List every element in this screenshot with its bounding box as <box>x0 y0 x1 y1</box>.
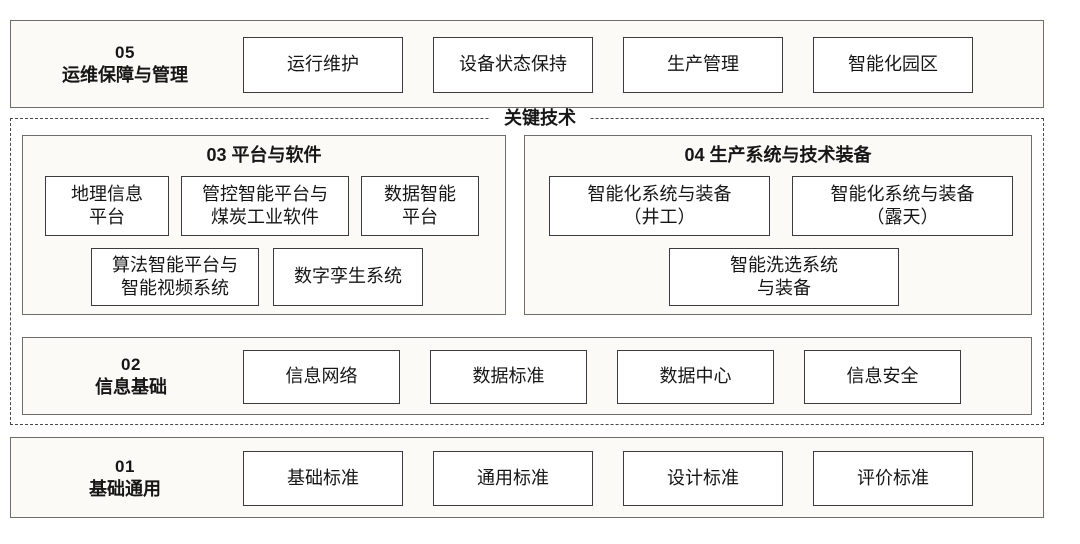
layer-01-items: 基础标准 通用标准 设计标准 评价标准 <box>243 451 1033 506</box>
layer-05-label: 05 运维保障与管理 <box>11 21 239 107</box>
box-platform-control-software[interactable]: 管控智能平台与 煤炭工业软件 <box>181 176 349 236</box>
box-production-underground[interactable]: 智能化系统与装备 （井工） <box>549 176 770 236</box>
layer-05-title: 运维保障与管理 <box>62 65 188 85</box>
layer-01-title: 基础通用 <box>89 478 161 499</box>
box-platform-algorithm-video[interactable]: 算法智能平台与 智能视频系统 <box>91 248 259 306</box>
layer-03-heading: 03 平台与软件 <box>206 145 322 165</box>
box-infra-3[interactable]: 数据中心 <box>617 350 774 404</box>
box-ops-2[interactable]: 设备状态保持 <box>433 37 593 93</box>
layer-02-items: 信息网络 数据标准 数据中心 信息安全 <box>243 350 1021 404</box>
box-foundation-3[interactable]: 设计标准 <box>623 451 783 506</box>
box-platform-digital-twin[interactable]: 数字孪生系统 <box>273 248 423 306</box>
box-platform-gis[interactable]: 地理信息 平台 <box>45 176 169 236</box>
layer-04-heading: 04 生产系统与技术装备 <box>684 145 872 165</box>
layer-05-ops: 05 运维保障与管理 运行维护 设备状态保持 生产管理 智能化园区 <box>10 20 1044 108</box>
layer-02-title: 信息基础 <box>95 377 167 397</box>
box-ops-3[interactable]: 生产管理 <box>623 37 783 93</box>
layer-01-number: 01 <box>115 456 135 476</box>
box-platform-data-intelligence[interactable]: 数据智能 平台 <box>361 176 479 236</box>
box-foundation-4[interactable]: 评价标准 <box>813 451 973 506</box>
box-ops-1[interactable]: 运行维护 <box>243 37 403 93</box>
box-infra-4[interactable]: 信息安全 <box>804 350 961 404</box>
key-technology-caption: 关键技术 <box>490 109 590 127</box>
layer-05-items: 运行维护 设备状态保持 生产管理 智能化园区 <box>243 37 1033 93</box>
layer-04-row-2: 智能洗选系统 与装备 <box>669 248 899 306</box>
box-production-opencast[interactable]: 智能化系统与装备 （露天） <box>792 176 1013 236</box>
layer-02-label: 02 信息基础 <box>23 338 239 414</box>
box-foundation-1[interactable]: 基础标准 <box>243 451 403 506</box>
box-infra-2[interactable]: 数据标准 <box>430 350 587 404</box>
layer-03-row-2: 算法智能平台与 智能视频系统 数字孪生系统 <box>91 248 459 306</box>
layer-01-foundation: 01 基础通用 基础标准 通用标准 设计标准 评价标准 <box>10 437 1044 518</box>
layer-05-number: 05 <box>115 43 135 62</box>
layer-02-number: 02 <box>121 355 141 374</box>
box-infra-1[interactable]: 信息网络 <box>243 350 400 404</box>
box-ops-4[interactable]: 智能化园区 <box>813 37 973 93</box>
layer-03-row-1: 地理信息 平台 管控智能平台与 煤炭工业软件 数据智能 平台 <box>45 176 491 236</box>
box-production-washing[interactable]: 智能洗选系统 与装备 <box>669 248 899 306</box>
layer-03-platform-panel: 03 平台与软件 地理信息 平台 管控智能平台与 煤炭工业软件 数据智能 平台 … <box>22 135 506 315</box>
layer-04-production-panel: 04 生产系统与技术装备 智能化系统与装备 （井工） 智能化系统与装备 （露天）… <box>524 135 1032 315</box>
layer-02-infrastructure: 02 信息基础 信息网络 数据标准 数据中心 信息安全 <box>22 337 1032 415</box>
layer-04-row-1: 智能化系统与装备 （井工） 智能化系统与装备 （露天） <box>549 176 1013 236</box>
layer-01-label: 01 基础通用 <box>11 438 239 517</box>
box-foundation-2[interactable]: 通用标准 <box>433 451 593 506</box>
